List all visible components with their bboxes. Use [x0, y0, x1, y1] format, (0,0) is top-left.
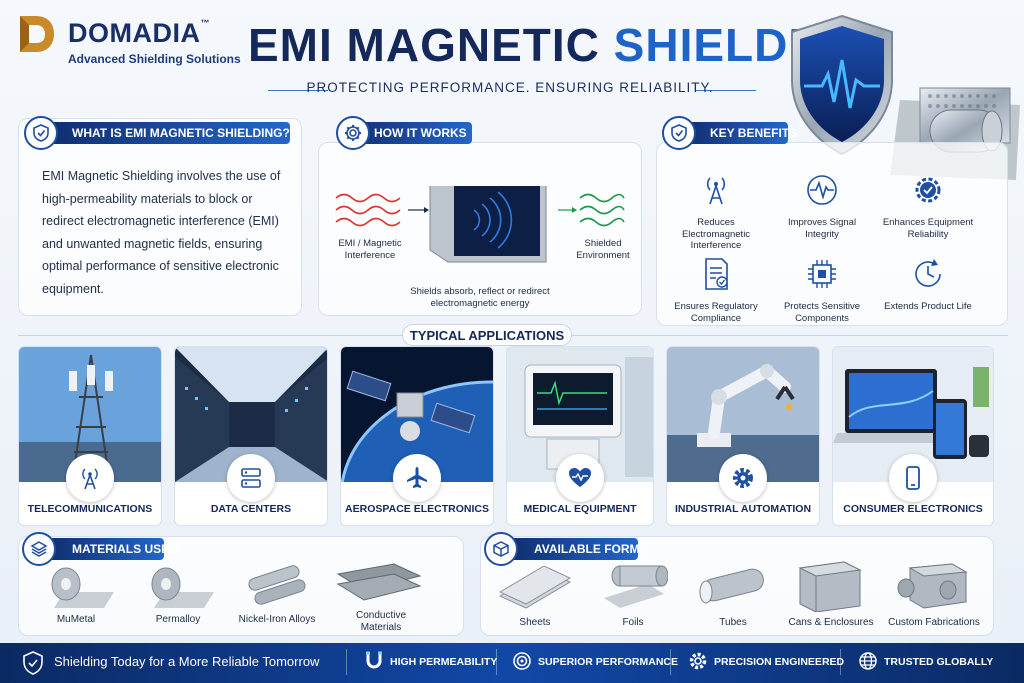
material-label: Nickel-Iron Alloys	[238, 614, 316, 625]
what-is-description: EMI Magnetic Shielding involves the use …	[42, 169, 281, 296]
gear-check-icon	[915, 177, 941, 203]
data-center-image	[175, 347, 327, 482]
benefit-label: Extends Product Life	[884, 301, 972, 312]
subtitle-rule-right	[696, 90, 756, 91]
antenna-icon	[706, 177, 726, 205]
cube-icon	[484, 532, 518, 566]
application-card: INDUSTRIAL AUTOMATION	[666, 346, 820, 526]
gear-icon	[719, 454, 767, 502]
benefit-label: Enhances Equipment Reliability	[882, 217, 974, 240]
domadia-logo-icon	[20, 16, 54, 52]
footer-separator	[670, 649, 671, 675]
footer-separator	[496, 649, 497, 675]
benefit-item: Extends Product Life	[880, 256, 976, 313]
page-title: EMI MAGNETIC SHIELDING	[248, 19, 874, 71]
gear-icon	[689, 652, 707, 670]
target-icon	[513, 652, 531, 670]
footer-item-label: PRECISION ENGINEERED	[714, 656, 845, 668]
benefit-item: Improves Signal Integrity	[774, 172, 870, 240]
benefit-label: Reduces Electromagnetic Interference	[681, 217, 751, 251]
application-label: CONSUMER ELECTRONICS	[843, 503, 983, 515]
clock-refresh-icon	[915, 259, 941, 287]
conductive-materials-image	[336, 563, 422, 601]
benefits-panel	[656, 142, 1008, 326]
gear-icon	[336, 116, 370, 150]
material-label: Permalloy	[155, 614, 201, 625]
materials-heading: MATERIALS USED	[46, 538, 178, 560]
sheets-image	[498, 566, 572, 609]
airplane-icon	[393, 454, 441, 502]
footer-bar	[0, 643, 1024, 683]
shield-check-icon	[24, 116, 58, 150]
application-label: TELECOMMUNICATIONS	[27, 503, 153, 515]
forms-heading: AVAILABLE FORMS	[508, 538, 648, 560]
benefit-item: Reduces Electromagnetic Interference	[668, 172, 764, 252]
layers-icon	[22, 532, 56, 566]
benefit-item: Enhances Equipment Reliability	[880, 172, 976, 240]
application-card: DATA CENTERS	[174, 346, 328, 526]
application-label: INDUSTRIAL AUTOMATION	[674, 503, 812, 515]
brand-name: DOMADIA™	[68, 18, 210, 48]
shield-check-icon	[23, 651, 43, 675]
brand-tagline: Advanced Shielding Solutions	[68, 52, 241, 66]
custom-fabrications-image	[897, 563, 968, 609]
material-label: MuMetal	[56, 614, 96, 625]
form-label: Sheets	[519, 617, 551, 628]
form-label: Tubes	[719, 617, 747, 628]
telecom-tower-image	[19, 347, 161, 482]
shielded-environment-label: Shielded Environment	[576, 238, 630, 261]
benefit-label: Improves Signal Integrity	[787, 217, 857, 240]
antenna-icon	[66, 454, 114, 502]
phone-icon	[889, 454, 937, 502]
how-it-works-diagram	[335, 186, 625, 263]
subtitle-rule-left	[268, 90, 328, 91]
benefit-item: Ensures Regulatory Compliance	[668, 256, 764, 324]
mumetal-image	[51, 567, 114, 608]
application-label: AEROSPACE ELECTRONICS	[345, 503, 489, 515]
page-subtitle: PROTECTING PERFORMANCE. ENSURING RELIABI…	[306, 80, 714, 95]
footer-item-label: HIGH PERMEABILITY	[390, 656, 498, 668]
document-check-icon	[705, 258, 728, 290]
what-is-heading: WHAT IS EMI MAGNETIC SHIELDING?	[46, 122, 290, 144]
interference-label: EMI / Magnetic Interference	[338, 238, 402, 261]
footer-slogan: Shielding Today for a More Reliable Tomo…	[54, 654, 320, 669]
footer-separator	[346, 649, 347, 675]
applications-heading: TYPICAL APPLICATIONS	[402, 324, 572, 346]
tubes-image	[699, 568, 764, 604]
footer-item-label: TRUSTED GLOBALLY	[884, 656, 994, 668]
footer-separator	[840, 649, 841, 675]
application-label: DATA CENTERS	[210, 503, 292, 515]
how-it-works-caption: Shields absorb, reflect or redirect elec…	[410, 286, 550, 309]
form-label: Cans & Enclosures	[788, 617, 874, 628]
application-card: CONSUMER ELECTRONICS	[832, 346, 994, 526]
application-card: TELECOMMUNICATIONS	[18, 346, 162, 526]
globe-icon	[859, 652, 877, 670]
form-label: Foils	[622, 617, 644, 628]
brand-logo: DOMADIA™ Advanced Shielding Solutions	[18, 14, 248, 70]
application-card: MEDICAL EQUIPMENT	[506, 346, 654, 526]
pulse-icon	[807, 175, 837, 205]
nickel-iron-image	[248, 565, 306, 605]
how-it-works-heading: HOW IT WORKS	[348, 122, 472, 144]
benefits-heading: KEY BENEFITS	[684, 122, 797, 144]
footer-item-label: SUPERIOR PERFORMANCE	[538, 656, 679, 668]
heart-pulse-icon	[556, 454, 604, 502]
application-card: AEROSPACE ELECTRONICS	[340, 346, 494, 526]
material-label: Conductive Materials	[355, 610, 407, 633]
chip-icon	[808, 260, 836, 288]
permalloy-image	[151, 567, 214, 608]
benefit-label: Ensures Regulatory Compliance	[674, 301, 758, 324]
cans-enclosures-image	[798, 561, 862, 612]
what-is-panel	[18, 118, 302, 316]
shield-check-icon	[662, 116, 696, 150]
medical-monitor-image	[507, 347, 653, 482]
foils-image	[604, 565, 668, 608]
application-label: MEDICAL EQUIPMENT	[523, 503, 637, 515]
interference-waves	[335, 193, 401, 227]
magnet-icon	[366, 651, 382, 669]
form-label: Custom Fabrications	[888, 617, 980, 628]
server-icon	[227, 454, 275, 502]
benefit-item: Protects Sensitive Components	[774, 256, 870, 324]
benefit-label: Protects Sensitive Components	[783, 301, 861, 324]
